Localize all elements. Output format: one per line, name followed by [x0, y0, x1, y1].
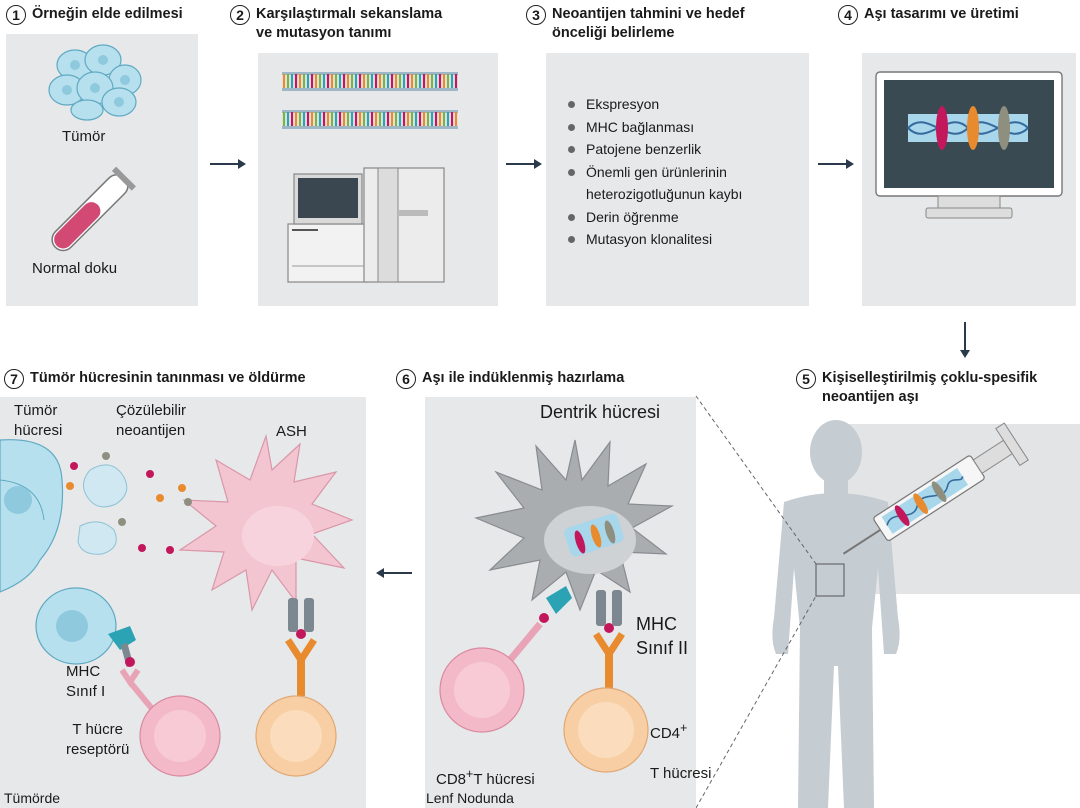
step-5-number: 5 [796, 369, 816, 389]
step-5-heading: 5 Kişiselleştirilmiş çoklu-spesifik neoa… [796, 369, 1037, 407]
cd4-t-cell-icon [563, 687, 649, 773]
tumor-location-label: Tümörde [4, 790, 61, 806]
step-2-title: Karşılaştırmalı sekanslama ve mutasyon t… [256, 6, 443, 41]
cd8-sup: + [466, 767, 474, 781]
cd8-t-cell-text: T hücresi [473, 771, 535, 788]
sequencer-machine-icon [287, 167, 445, 283]
step-4-number: 4 [838, 5, 858, 25]
mhc-class2-receptor-icon [593, 590, 625, 696]
panel-prediction [546, 53, 809, 306]
criteria-item: Önemli gen ürünlerinin heterozigotluğunu… [568, 161, 798, 206]
tcr-cd8-icon [507, 586, 572, 663]
cd4-sup: + [680, 721, 688, 735]
criteria-item: Mutasyon klonalitesi [568, 228, 798, 251]
tumor-label: Tümör [62, 128, 106, 145]
cd4-t-cell-label: CD4+ T hücresi [650, 698, 711, 784]
syringe-icon [842, 422, 1029, 555]
step-7-number: 7 [4, 369, 24, 389]
cd4-t-cell-text: T hücresi [650, 765, 712, 782]
cd8-t-cell-icon [439, 647, 525, 733]
criteria-item: Derin öğrenme [568, 206, 798, 229]
ash-label: ASH [276, 423, 307, 440]
computer-monitor-icon [875, 71, 1063, 219]
step-3-title: Neoantijen tahmini ve hedef önceliği bel… [552, 6, 745, 41]
arrow-down-icon [960, 322, 970, 358]
tcr-label: T hücre reseptörü [66, 721, 130, 758]
t-cell-pink-icon [139, 695, 221, 777]
step-3-heading: 3 Neoantijen tahmini ve hedef önceliği b… [526, 5, 745, 43]
arrow-left-icon [376, 568, 412, 578]
criteria-list: Ekspresyon MHC bağlanması Patojene benze… [568, 93, 798, 251]
tumor-cells-icon [48, 44, 142, 121]
normal-tissue-label: Normal doku [32, 260, 118, 277]
step-1-number: 1 [6, 5, 26, 25]
t-cell-orange-icon [255, 695, 337, 777]
step-7-heading: 7 Tümör hücresinin tanınması ve öldürme [4, 369, 306, 389]
test-tube-icon [51, 166, 136, 252]
step-1-heading: 1 Örneğin elde edilmesi [6, 5, 183, 25]
cd8-text: CD8 [436, 771, 467, 788]
arrow-right-icon [818, 159, 854, 169]
step-5-title: Kişiselleştirilmiş çoklu-spesifik neoant… [822, 370, 1038, 405]
tumor-cell-cluster-icon [0, 439, 64, 593]
criteria-item: Ekspresyon [568, 93, 798, 116]
dendritic-cell-label: Dentrik hücresi [540, 402, 661, 422]
step-4-title: Aşı tasarımı ve üretimi [864, 6, 1019, 22]
dendritic-cell-icon [473, 439, 675, 612]
apc-ash-cell-icon [178, 433, 354, 612]
soluble-neoantigen-label: Çözülebilir neoantijen [116, 402, 187, 439]
step-2-heading: 2 Karşılaştırmalı sekanslama ve mutasyon… [230, 5, 442, 43]
step-2-number: 2 [230, 5, 250, 25]
mhc-class2-label: MHC Sınıf II [636, 614, 689, 658]
criteria-item: MHC bağlanması [568, 116, 798, 139]
lymph-node-label: Lenf Nodunda [426, 790, 514, 806]
step-6-number: 6 [396, 369, 416, 389]
soluble-neoantigen-debris-icon [66, 452, 174, 555]
tumor-cell-label: Tümör hücresi [14, 402, 63, 439]
step-6-title: Aşı ile indüklenmiş hazırlama [422, 370, 625, 386]
step-7-title: Tümör hücresinin tanınması ve öldürme [30, 370, 306, 386]
step-1-title: Örneğin elde edilmesi [32, 6, 183, 22]
arrow-right-icon [506, 159, 542, 169]
dna-sequence-icon [282, 72, 458, 129]
step-6-heading: 6 Aşı ile indüklenmiş hazırlama [396, 369, 624, 389]
step-4-heading: 4 Aşı tasarımı ve üretimi [838, 5, 1019, 25]
arrow-right-icon [210, 159, 246, 169]
mhc-class1-label: MHC Sınıf I [66, 663, 106, 700]
step-3-number: 3 [526, 5, 546, 25]
cd8-t-cell-label: CD8+T hücresi [436, 744, 535, 790]
mhc-class2-ash-icon [285, 598, 317, 696]
human-body-icon [772, 420, 900, 808]
cd4-text: CD4 [650, 725, 681, 742]
criteria-item: Patojene benzerlik [568, 138, 798, 161]
